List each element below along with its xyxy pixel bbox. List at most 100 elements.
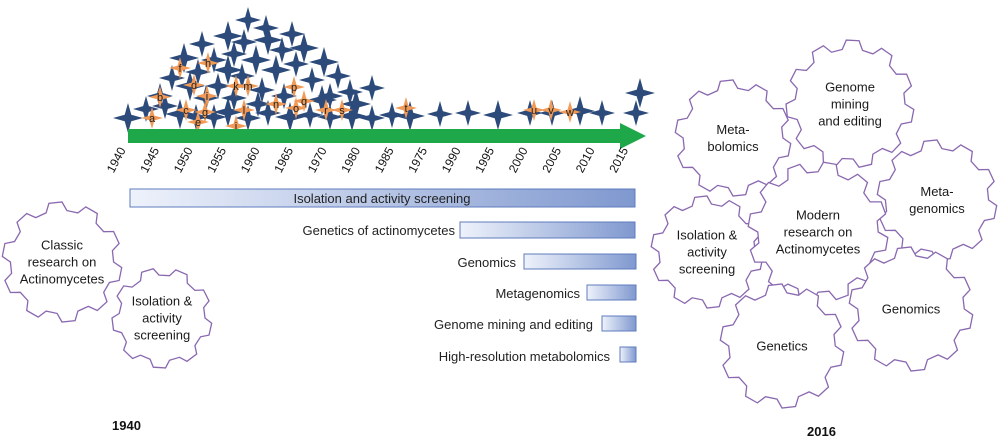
star-marker — [221, 41, 247, 67]
star-marker — [337, 79, 363, 105]
star-marker — [221, 85, 247, 111]
star-marker — [299, 67, 325, 93]
gears: Classic research on Actinomycetes Isolation… — [1, 39, 998, 409]
method-bar — [459, 221, 636, 239]
method-bar — [523, 253, 637, 270]
gear-genomics-label: Genomics — [882, 302, 941, 317]
star-marker — [325, 63, 351, 89]
gear-modern-research-label: research on — [784, 225, 853, 240]
year-tick-label: 1955 — [204, 145, 229, 175]
star-marker — [253, 25, 283, 55]
highlight-marker — [395, 97, 417, 119]
highlight-letter: n — [273, 99, 279, 111]
star-marker — [213, 97, 243, 127]
method-bar-label: Genomics — [457, 255, 516, 270]
star-marker — [152, 93, 178, 119]
year-tick-label: 1945 — [137, 145, 162, 175]
year-tick-label: 1940 — [104, 145, 129, 175]
highlight-marker — [233, 99, 255, 121]
highlight-marker — [315, 99, 337, 121]
method-bar-label: Isolation and activity screening — [293, 191, 470, 206]
method-bar — [601, 315, 637, 332]
gear-classic-research-label: Classic — [41, 238, 83, 253]
star-marker — [283, 51, 309, 77]
year-tick-label: 1985 — [372, 145, 397, 175]
gear-modern-research — [747, 161, 889, 303]
highlight-letter: l — [243, 105, 245, 117]
highlight-letter: c — [183, 105, 189, 117]
year-tick-label: 1990 — [439, 145, 464, 175]
star-marker — [589, 100, 615, 126]
gear-left-isolation — [111, 268, 213, 369]
method-bar — [619, 346, 637, 363]
star-marker — [213, 21, 243, 51]
highlight-letter: m — [243, 81, 252, 93]
star-marker — [201, 47, 227, 73]
year-tick-label: 1995 — [472, 145, 497, 175]
gear-right-isolation-label: activity — [687, 245, 727, 260]
highlight-letter: k — [233, 81, 239, 93]
star-marker — [359, 105, 385, 131]
highlight-marker — [225, 115, 247, 137]
highlight-marker — [523, 99, 545, 121]
star-marker — [359, 75, 385, 101]
highlight-marker — [183, 74, 205, 96]
highlight-marker — [197, 52, 219, 74]
year-tick-label: 1980 — [338, 145, 363, 175]
star-marker — [201, 104, 227, 130]
method-bar-label: Metagenomics — [495, 286, 580, 301]
method-bars: Isolation and activity screeningGenetics… — [129, 188, 637, 364]
highlight-letter: f — [178, 63, 182, 75]
gear-metabolomics-label: bolomics — [707, 139, 759, 154]
gear-classic-research-label: Actinomycetes — [20, 272, 105, 287]
star-marker — [253, 15, 279, 41]
gear-genetics — [719, 283, 845, 409]
start-year-label: 1940 — [112, 418, 141, 433]
gear-modern-research-label: Modern — [796, 208, 840, 223]
highlight-letter: g — [202, 107, 208, 119]
highlight-marker — [285, 97, 307, 119]
star-markers — [113, 7, 655, 133]
highlight-letter: i — [206, 91, 208, 103]
gear-metabolomics-label: Meta- — [716, 122, 749, 137]
highlight-letter: t — [404, 103, 407, 115]
highlight-letter: d — [191, 80, 197, 92]
star-marker — [341, 89, 371, 119]
method-bar-label: Genome mining and editing — [434, 317, 593, 332]
highlight-marker — [293, 90, 315, 112]
method-bar-label: High-resolution metabolomics — [439, 349, 611, 364]
highlight-letter: b — [157, 92, 163, 104]
highlight-marker — [149, 86, 171, 108]
star-marker — [483, 100, 513, 130]
star-marker — [517, 100, 543, 126]
method-bar-label: Genetics of actinomycetes — [303, 223, 456, 238]
highlight-marker — [265, 93, 287, 115]
highlight-marker — [175, 99, 197, 121]
star-marker — [317, 83, 343, 109]
highlight-letter: v — [548, 105, 554, 117]
star-marker — [245, 91, 271, 117]
star-marker — [261, 55, 291, 85]
highlight-letter: s — [339, 105, 345, 117]
star-marker — [169, 43, 199, 73]
gear-classic-research — [1, 201, 123, 323]
gear-genome-mining-label: Genome — [825, 80, 875, 95]
highlight-marker — [169, 57, 191, 79]
star-marker — [241, 45, 271, 75]
star-marker — [205, 73, 231, 99]
year-tick-label: 2010 — [573, 145, 598, 175]
star-marker — [427, 101, 453, 127]
gear-modern-research-label: Actinomycetes — [776, 242, 861, 257]
highlight-letter: o — [293, 103, 299, 115]
gear-left-isolation-label: activity — [142, 311, 182, 326]
star-marker — [235, 7, 261, 33]
star-marker — [185, 59, 211, 85]
gear-metagenomics-label: genomics — [909, 201, 965, 216]
year-tick-label: 1950 — [171, 145, 196, 175]
highlight-marker — [283, 76, 305, 98]
year-tick-label: 1975 — [405, 145, 430, 175]
gear-metagenomics-label: Meta- — [920, 184, 953, 199]
